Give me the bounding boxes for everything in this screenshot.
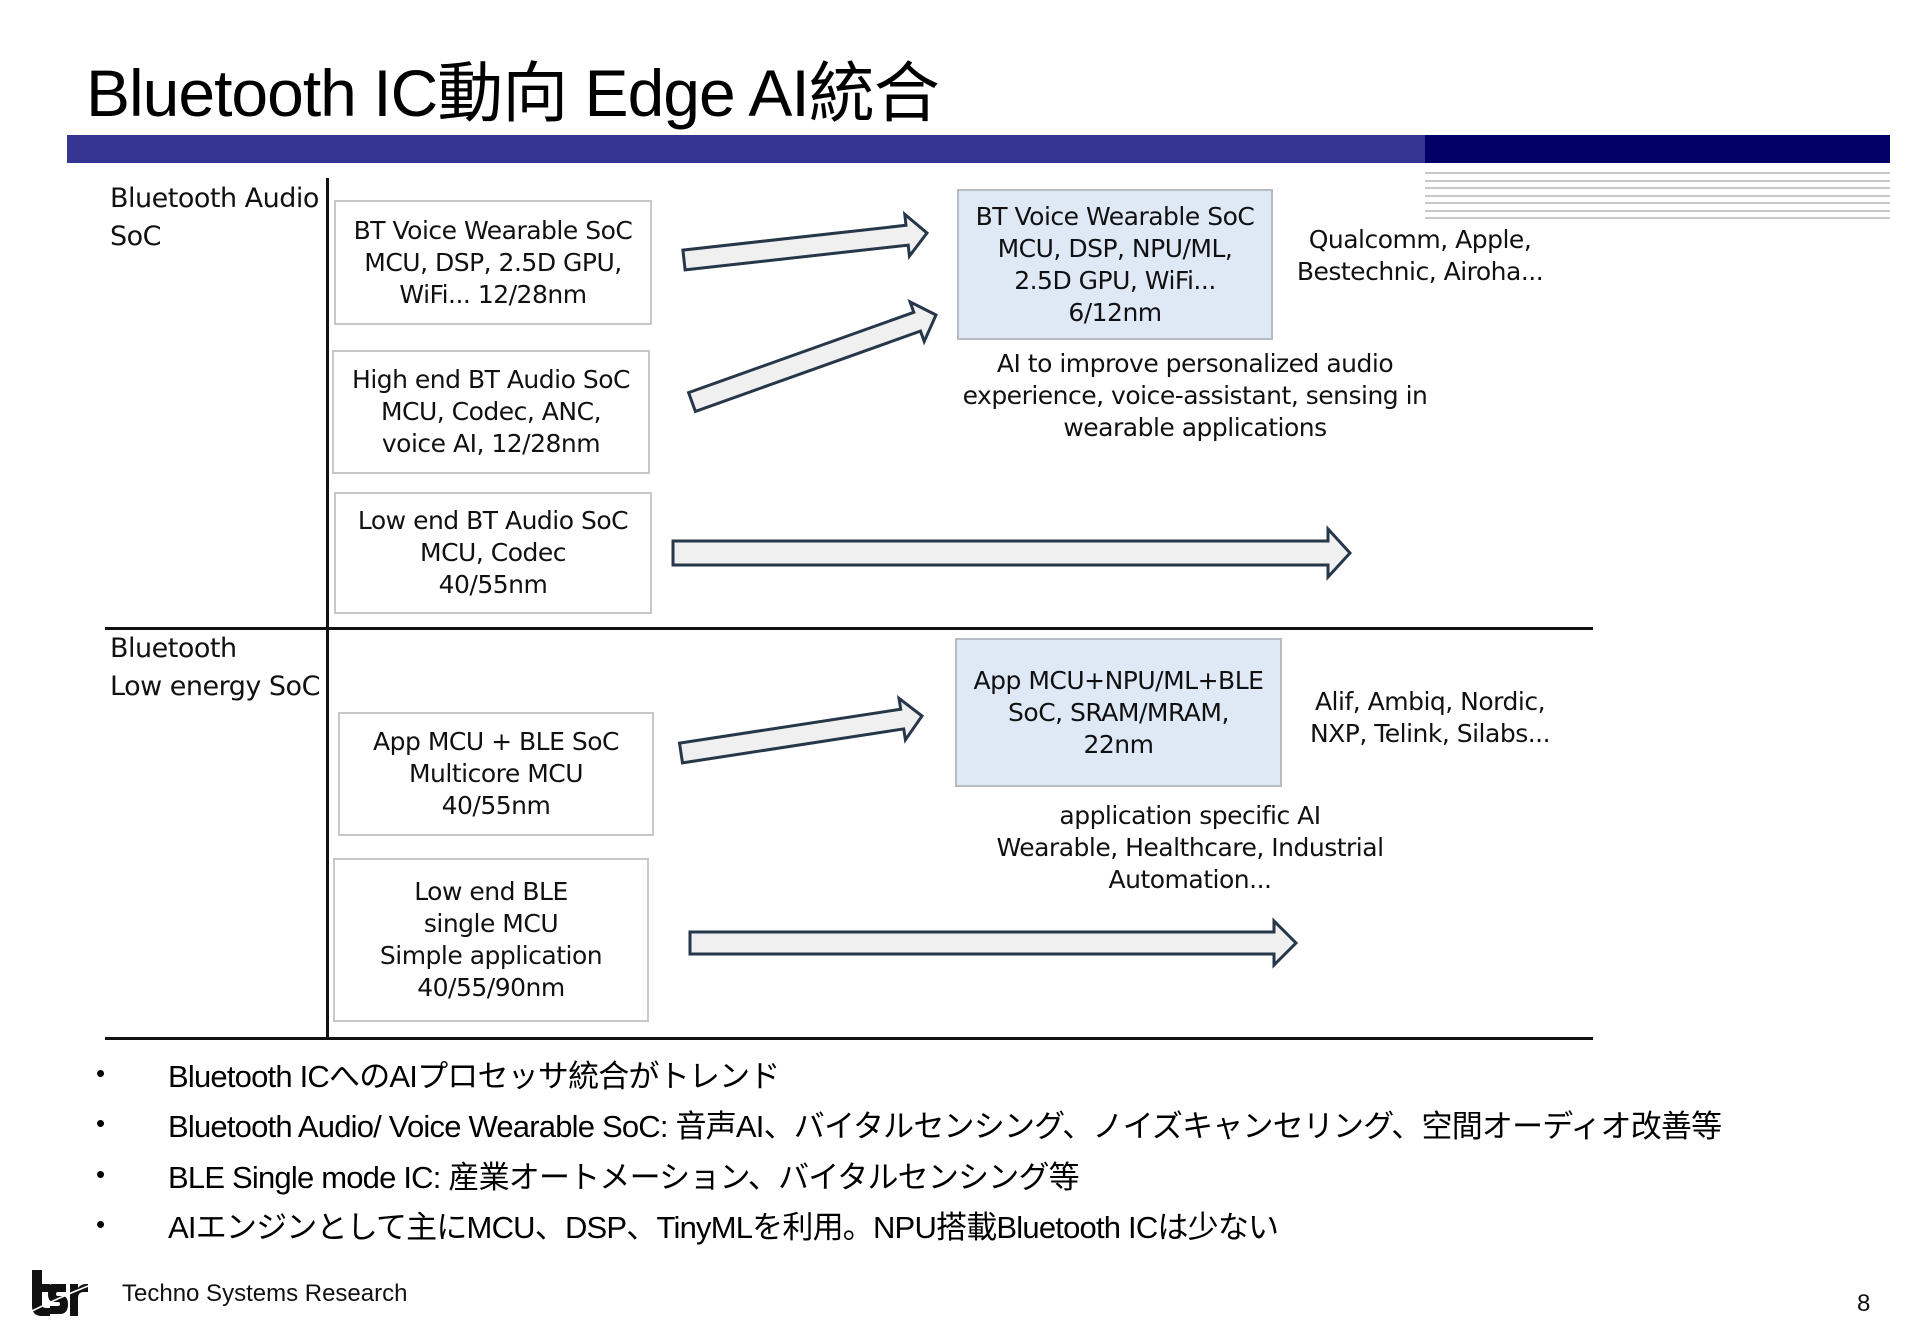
category-label-line: Bluetooth [110, 633, 237, 664]
soc-box-low-end-bt-audio: Low end BT Audio SoC MCU, Codec 40/55nm [334, 492, 652, 614]
bullet-icon: • [96, 1108, 105, 1139]
box-line: SoC, SRAM/MRAM, [1008, 697, 1229, 727]
box-line: High end BT Audio SoC [352, 365, 630, 394]
decorative-line [1425, 217, 1890, 219]
decorative-line [1425, 187, 1890, 189]
note-line: Wearable, Healthcare, Industrial [996, 833, 1384, 862]
box-line: 6/12nm [1068, 297, 1162, 327]
box-line: App MCU + BLE SoC [373, 727, 619, 756]
bullet-text: Bluetooth Audio/ Voice Wearable SoC: 音声A… [168, 1109, 1722, 1145]
box-line: WiFi... 12/28nm [399, 279, 587, 309]
box-line: 40/55nm [441, 791, 551, 820]
box-line: 22nm [1083, 729, 1154, 759]
bullet-list: • Bluetooth ICへのAIプロセッサ統合がトレンド • Bluetoo… [96, 1048, 1722, 1251]
soc-box-low-end-ble: Low end BLE single MCU Simple applicatio… [333, 858, 649, 1022]
note-line: experience, voice-assistant, sensing in [962, 381, 1428, 410]
decorative-line [1425, 172, 1890, 174]
box-line: voice AI, 12/28nm [381, 429, 601, 458]
decorative-line [1425, 195, 1890, 197]
box-line: MCU, Codec, ANC, [380, 397, 602, 426]
decorative-line [1425, 210, 1890, 212]
note-line: Automation... [1108, 865, 1272, 894]
vendor-line: Bestechnic, Airoha... [1296, 257, 1544, 286]
soc-box-bt-voice-wearable: BT Voice Wearable SoC MCU, DSP, 2.5D GPU… [334, 200, 652, 325]
bullet-icon: • [96, 1209, 105, 1240]
box-line: Multicore MCU [408, 759, 584, 788]
note-line: wearable applications [1063, 413, 1327, 442]
decorative-line [1425, 180, 1890, 182]
category-divider [326, 178, 329, 1039]
soc-box-high-end-bt-audio: High end BT Audio SoC MCU, Codec, ANC, v… [332, 350, 650, 474]
decorative-line [1425, 202, 1890, 204]
box-line: Low end BT Audio SoC [357, 506, 629, 535]
company-name: Techno Systems Research [122, 1280, 408, 1307]
vendor-line: NXP, Telink, Silabs... [1309, 719, 1551, 748]
box-line: MCU, DSP, NPU/ML, [997, 233, 1233, 263]
box-line: single MCU [423, 909, 559, 938]
box-line: 2.5D GPU, WiFi... [1014, 265, 1216, 295]
bullet-item: • BLE Single mode IC: 産業オートメーション、バイタルセンシ… [96, 1149, 1721, 1200]
bullet-item: • Bluetooth ICへのAIプロセッサ統合がトレンド [96, 1048, 1721, 1099]
box-line: BT Voice Wearable SoC [975, 201, 1255, 231]
box-line: App MCU+NPU/ML+BLE [973, 665, 1264, 695]
bullet-text: Bluetooth ICへのAIプロセッサ統合がトレンド [168, 1058, 780, 1094]
bullet-item: • AIエンジンとして主にMCU、DSP、TinyMLを利用。NPU搭載Blue… [96, 1200, 1721, 1251]
soc-box-app-mcu-ble: App MCU + BLE SoC Multicore MCU 40/55nm [338, 712, 654, 836]
box-line: 40/55/90nm [417, 973, 565, 1002]
section-divider [105, 1037, 1593, 1040]
ai-note-audio: AI to improve personalized audio experie… [945, 348, 1445, 444]
box-line: MCU, Codec [420, 538, 566, 567]
arrow-low-end-ble-continue [688, 917, 1299, 969]
box-line: MCU, DSP, 2.5D GPU, [364, 247, 622, 277]
category-label-line: SoC [110, 221, 162, 252]
category-label-line: Low energy SoC [110, 671, 320, 702]
arrow-voice-wearable-upgrade [681, 210, 930, 272]
note-line: AI to improve personalized audio [996, 349, 1394, 378]
box-line: Simple application [379, 941, 603, 970]
vendor-line: Alif, Ambiq, Nordic, [1314, 687, 1546, 716]
header-bar-accent [1425, 135, 1890, 163]
vendor-line: Qualcomm, Apple, [1308, 225, 1532, 254]
bullet-text: BLE Single mode IC: 産業オートメーション、バイタルセンシング… [168, 1159, 1080, 1195]
box-line: Low end BLE [414, 877, 568, 906]
tsr-logo-icon [29, 1270, 89, 1316]
future-soc-box-bt-voice-wearable: BT Voice Wearable SoC MCU, DSP, NPU/ML, … [957, 189, 1273, 340]
arrow-high-end-to-voice-wearable [686, 298, 938, 414]
box-line: BT Voice Wearable SoC [353, 215, 633, 245]
vendor-list-ble: Alif, Ambiq, Nordic, NXP, Telink, Silabs… [1290, 686, 1570, 750]
page-title: Bluetooth IC動向 Edge AI統合 [86, 56, 940, 130]
header-bar [67, 135, 1425, 163]
page-number: 8 [1857, 1290, 1871, 1317]
bullet-item: • Bluetooth Audio/ Voice Wearable SoC: 音… [96, 1099, 1722, 1150]
arrow-low-end-audio-continue [671, 525, 1353, 581]
bullet-text: AIエンジンとして主にMCU、DSP、TinyMLを利用。NPU搭載Blueto… [168, 1210, 1279, 1246]
category-label-audio: Bluetooth Audio SoC [110, 180, 319, 256]
future-soc-box-app-mcu-npu-ble: App MCU+NPU/ML+BLE SoC, SRAM/MRAM, 22nm [955, 638, 1282, 787]
vendor-list-audio: Qualcomm, Apple, Bestechnic, Airoha... [1280, 224, 1560, 288]
category-label-ble: Bluetooth Low energy SoC [110, 630, 320, 706]
bullet-icon: • [96, 1158, 105, 1189]
box-line: 40/55nm [438, 570, 548, 599]
ai-note-ble: application specific AI Wearable, Health… [965, 800, 1415, 896]
section-divider [105, 627, 1593, 630]
bullet-icon: • [96, 1057, 105, 1088]
category-label-line: Bluetooth Audio [110, 183, 319, 214]
arrow-app-mcu-to-npu [677, 694, 925, 765]
note-line: application specific AI [1059, 801, 1321, 830]
